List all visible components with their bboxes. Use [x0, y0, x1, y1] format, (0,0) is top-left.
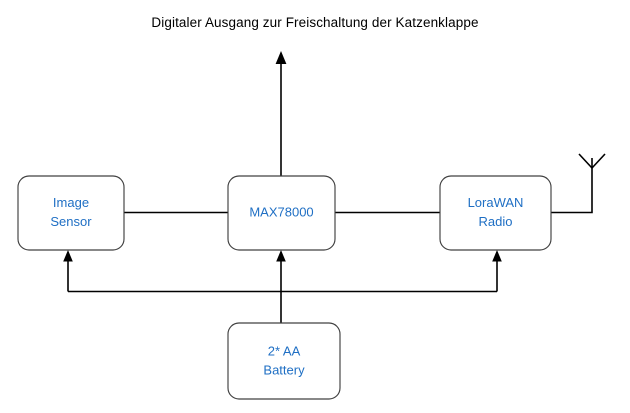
- radio-box[interactable]: [439, 175, 552, 251]
- node-image-sensor[interactable]: Image Sensor: [17, 175, 125, 251]
- node-radio[interactable]: LoraWAN Radio: [439, 175, 552, 251]
- digital-output-arrow: [275, 51, 287, 176]
- node-mcu[interactable]: MAX78000: [227, 175, 336, 251]
- image-sensor-label-line1: Image: [53, 195, 89, 210]
- image-sensor-box[interactable]: [17, 175, 125, 251]
- image-sensor-label-line2: Sensor: [50, 214, 92, 229]
- antenna-icon: [578, 153, 606, 169]
- up-arrow-icon: [275, 51, 287, 64]
- wire-radio-to-antenna: [551, 168, 593, 214]
- node-battery[interactable]: 2* AA Battery: [227, 322, 341, 400]
- battery-label-line1: 2* AA: [268, 343, 301, 358]
- mcu-box[interactable]: [227, 175, 336, 251]
- radio-label-line2: Radio: [479, 214, 513, 229]
- power-arrow-mcu: [276, 250, 286, 262]
- diagram-title: Digitaler Ausgang zur Freischaltung der …: [151, 15, 479, 30]
- power-arrow-image-sensor: [63, 250, 73, 262]
- radio-label-line1: LoraWAN: [468, 195, 524, 210]
- power-bus: [63, 250, 502, 323]
- mcu-label: MAX78000: [249, 204, 313, 219]
- battery-label-line2: Battery: [263, 362, 305, 377]
- power-arrow-radio: [492, 250, 502, 262]
- battery-box[interactable]: [227, 322, 341, 400]
